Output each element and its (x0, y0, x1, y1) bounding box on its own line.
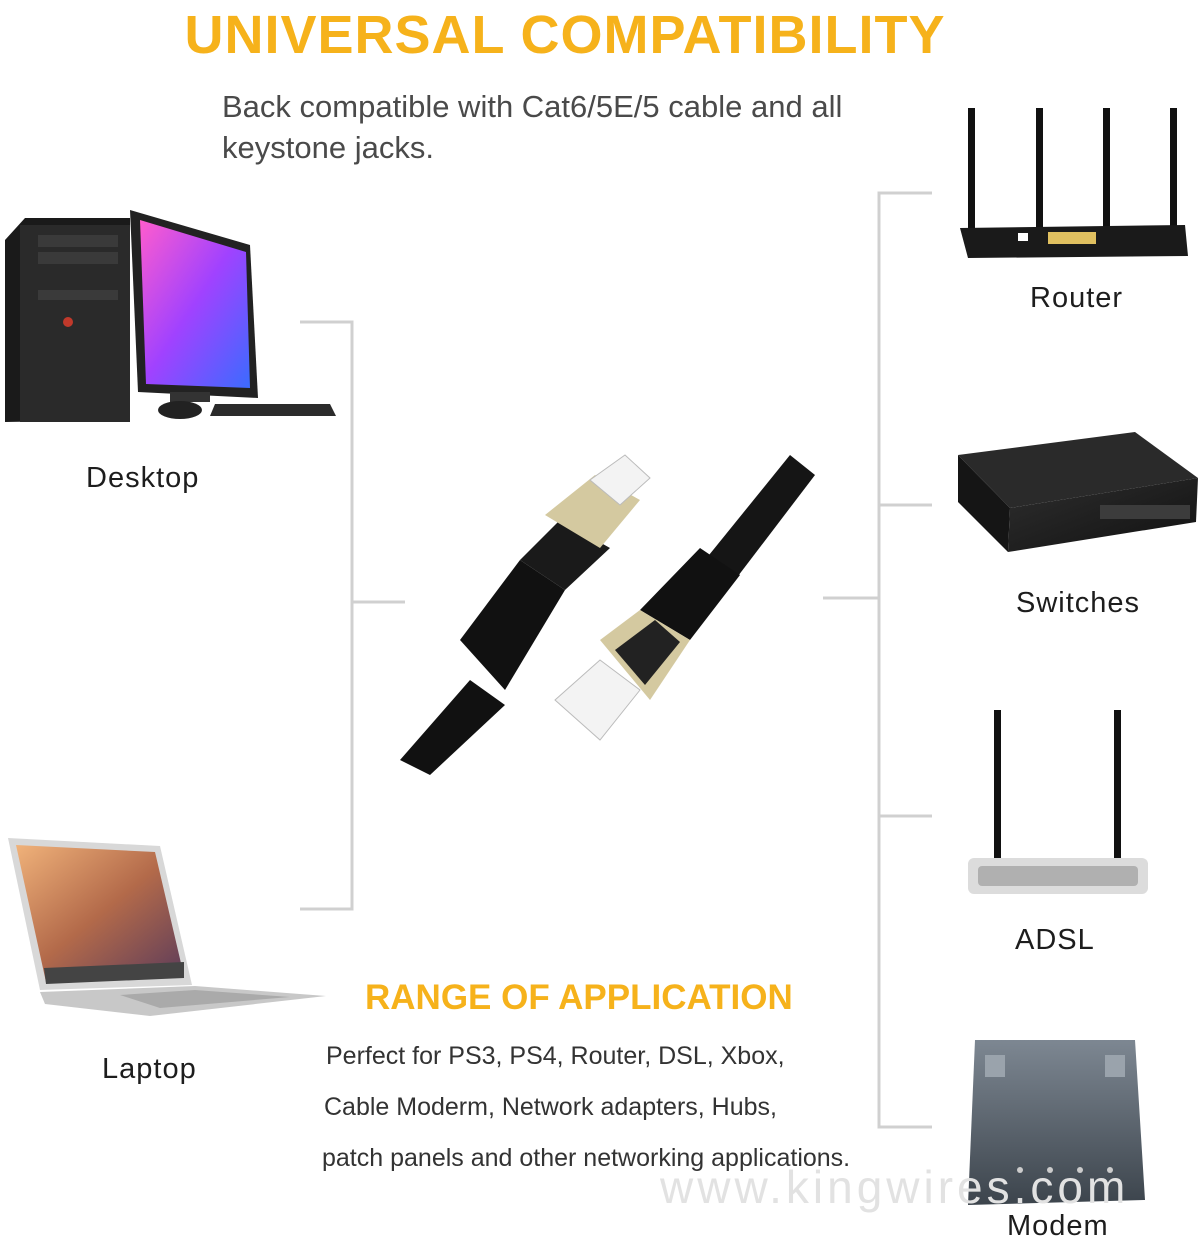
desktop-image (5, 210, 336, 422)
range-line-3: patch panels and other networking applic… (322, 1144, 851, 1172)
range-line-1: Perfect for PS3, PS4, Router, DSL, Xbox, (326, 1042, 785, 1070)
switch-image (958, 432, 1198, 552)
range-line-2: Cable Moderm, Network adapters, Hubs, (324, 1093, 777, 1121)
watermark: www.kingwires.com (660, 1161, 1130, 1213)
right-bracket (823, 191, 932, 1129)
router-label: Router (1030, 282, 1124, 314)
laptop-label: Laptop (102, 1053, 197, 1085)
switches-label: Switches (1016, 587, 1141, 619)
subtitle: Back compatible with Cat6/5E/5 cable and… (222, 86, 942, 168)
router-image (960, 108, 1188, 258)
modem-label: Modem (1007, 1210, 1109, 1242)
desktop-label: Desktop (86, 462, 200, 494)
subtitle-line-1: Back compatible with Cat6/5E/5 cable and… (222, 89, 843, 124)
modem-image (968, 1040, 1145, 1205)
subtitle-line-2: keystone jacks. (222, 130, 434, 165)
left-bracket (300, 320, 405, 911)
main-title: UNIVERSAL COMPATIBILITY (184, 5, 946, 65)
range-title: RANGE OF APPLICATION (365, 978, 793, 1017)
ethernet-cable-image (400, 454, 815, 775)
laptop-image (8, 838, 326, 1016)
adsl-label: ADSL (1015, 924, 1095, 956)
adsl-image (968, 710, 1148, 894)
